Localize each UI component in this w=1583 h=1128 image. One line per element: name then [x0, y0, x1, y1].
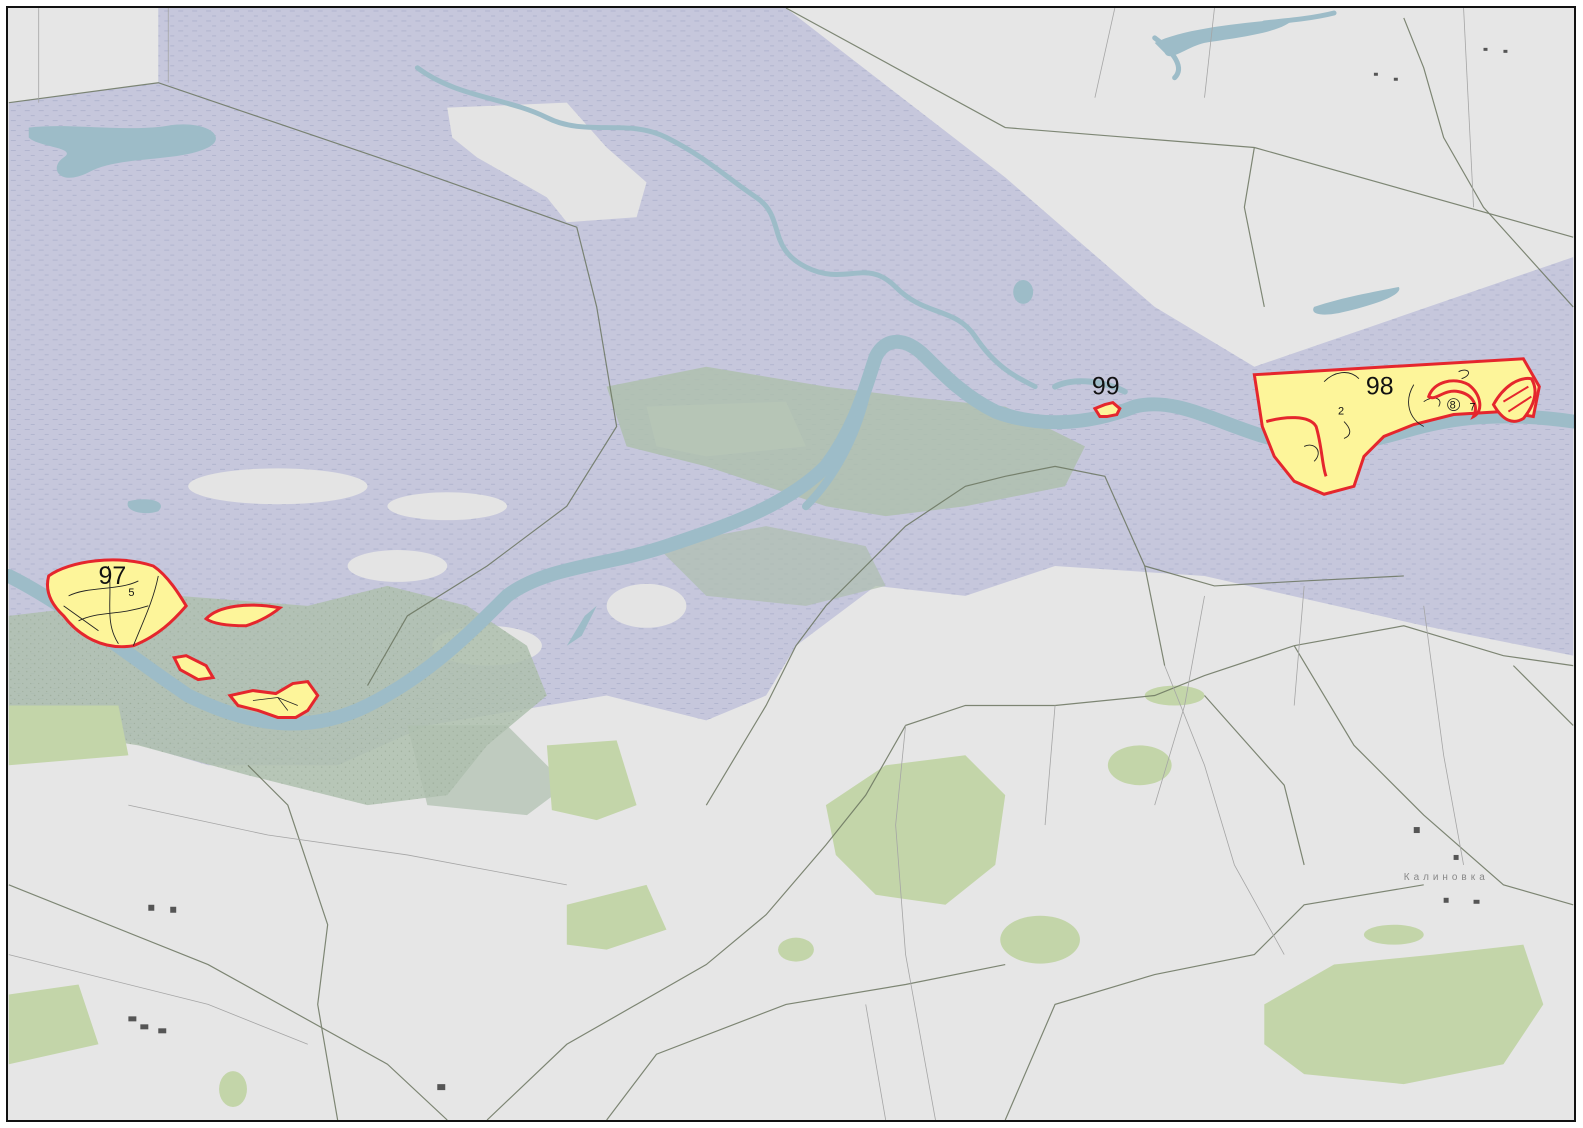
- plot-98-inner-red-line: [1265, 416, 1328, 477]
- plot-97-parcel-east[interactable]: [203, 603, 284, 628]
- plot-97-southeast-lines: [252, 697, 298, 711]
- plot-98-arc-parcel[interactable]: [1426, 379, 1482, 420]
- plot-98-number: 98: [1366, 373, 1394, 401]
- plot-98-strip-lines: [1502, 385, 1532, 413]
- tributary-streams: [414, 10, 1337, 390]
- settlement-markers: [128, 47, 1508, 1091]
- water-bodies: [28, 17, 1400, 646]
- plot-98-subparcel-8: [1447, 398, 1460, 411]
- forest-patches: [8, 685, 1544, 1108]
- plot-97-parcel-southeast[interactable]: [227, 679, 320, 719]
- plot-98-internal-lines: [1303, 369, 1469, 462]
- plot-99-number: 99: [1092, 373, 1120, 401]
- field-boundaries: [8, 8, 1474, 1120]
- plot-97-parcel-south[interactable]: [171, 654, 216, 682]
- village-label: Калиновка: [1404, 872, 1489, 883]
- plot-98[interactable]: 98 2 8 7: [1252, 357, 1541, 496]
- plot-98-sub-label-7: 7: [1470, 402, 1476, 414]
- map-viewport[interactable]: Калиновка 97 5 99 98 2 8 7: [6, 6, 1576, 1122]
- plot-97-sub-label: 5: [128, 587, 134, 599]
- map-canvas: Калиновка 97 5 99 98 2 8 7: [8, 8, 1574, 1120]
- plot-98-sub-label-2: 2: [1338, 406, 1344, 418]
- plot-97[interactable]: 97 5: [46, 558, 320, 719]
- plot-97-internal-lines: [63, 565, 159, 646]
- plot-99-parcel[interactable]: [1092, 400, 1122, 419]
- plot-97-main-parcel[interactable]: [46, 558, 189, 649]
- road-network: [8, 8, 1574, 1120]
- plot-99[interactable]: 99: [1092, 373, 1122, 419]
- plot-97-number: 97: [98, 562, 126, 590]
- plot-98-sub-label-8: 8: [1450, 400, 1456, 412]
